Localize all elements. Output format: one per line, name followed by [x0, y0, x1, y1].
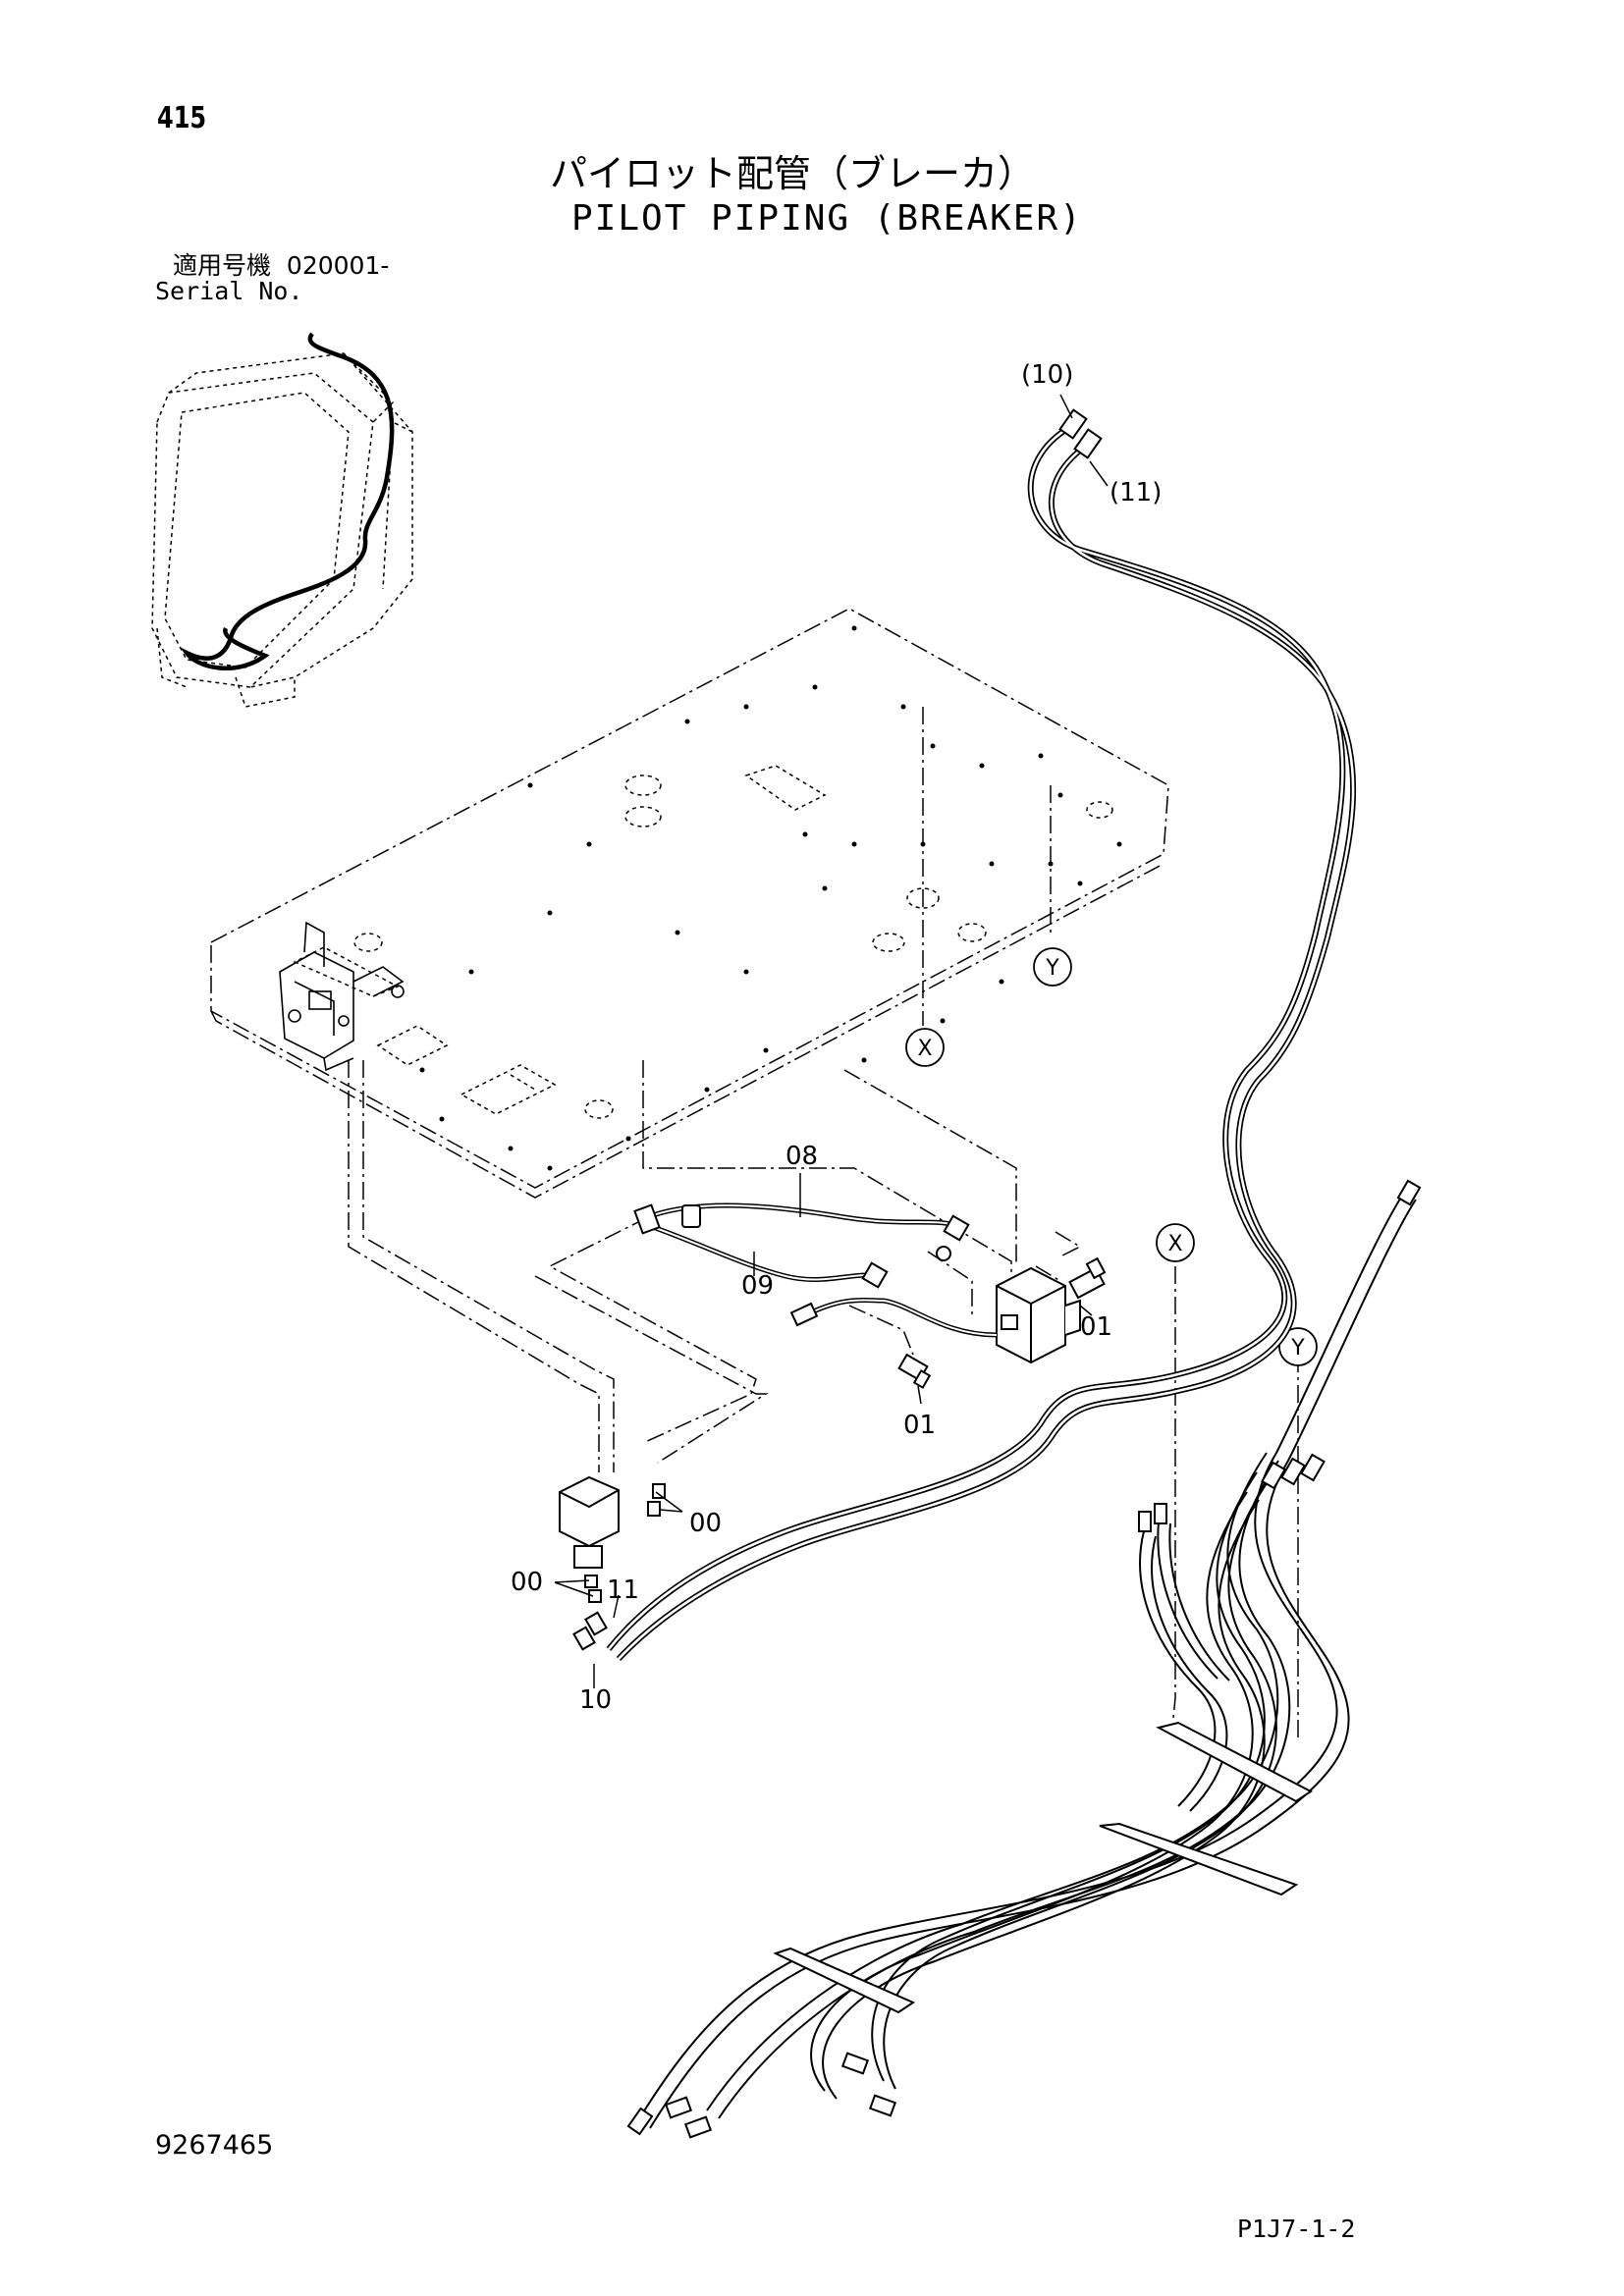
marker-y-lower: Y [1278, 1327, 1318, 1366]
callout-08: 08 [785, 1142, 818, 1171]
callout-01-right: 01 [1080, 1312, 1112, 1342]
floor-valve-cluster [279, 921, 405, 1072]
callout-00-left: 00 [511, 1568, 543, 1597]
serial-value: 020001- [286, 251, 390, 280]
page-title-japanese: パイロット配管（ブレーカ） [550, 152, 1036, 195]
callout-11: 11 [607, 1575, 639, 1605]
serial-range: 適用号機 020001- [173, 253, 389, 278]
hose-fittings [633, 1203, 970, 1327]
hose-09 [652, 1224, 998, 1338]
breaker-valve-block [897, 1256, 1107, 1389]
hose-end-fittings-top [1058, 408, 1103, 459]
serial-label-english: Serial No. [155, 277, 303, 305]
marker-y-upper: Y [1033, 947, 1072, 987]
svg-text:X: X [1167, 1232, 1182, 1256]
reference-10: (10) [1021, 360, 1073, 390]
marker-x-lower: X [1156, 1223, 1195, 1262]
page-code: P1J7-1-2 [1237, 2215, 1356, 2243]
bundle-fittings [626, 1179, 1422, 2139]
mounting-brackets [773, 1721, 1313, 2014]
reference-11: (11) [1110, 478, 1162, 507]
callout-10: 10 [579, 1685, 612, 1715]
svg-text:Y: Y [1045, 956, 1059, 981]
cab-thumbnail [151, 332, 413, 708]
floor-plate [210, 608, 1169, 1199]
callout-01-lower: 01 [903, 1411, 936, 1440]
main-hose-pair [606, 424, 1357, 1662]
callout-09: 09 [741, 1271, 774, 1301]
page-title-english: PILOT PIPING (BREAKER) [571, 198, 1083, 239]
marker-x-upper: X [905, 1028, 945, 1067]
leader-lines [348, 707, 1299, 1737]
svg-text:X: X [917, 1037, 932, 1061]
document-number: 9267465 [155, 2130, 274, 2161]
svg-text:Y: Y [1290, 1336, 1305, 1361]
callout-00-right: 00 [689, 1509, 722, 1538]
callout-leaders [554, 1173, 1093, 1688]
lower-valve [559, 1475, 666, 1651]
page-number: 415 [157, 101, 207, 135]
serial-label-japanese: 適用号機 [173, 251, 272, 280]
